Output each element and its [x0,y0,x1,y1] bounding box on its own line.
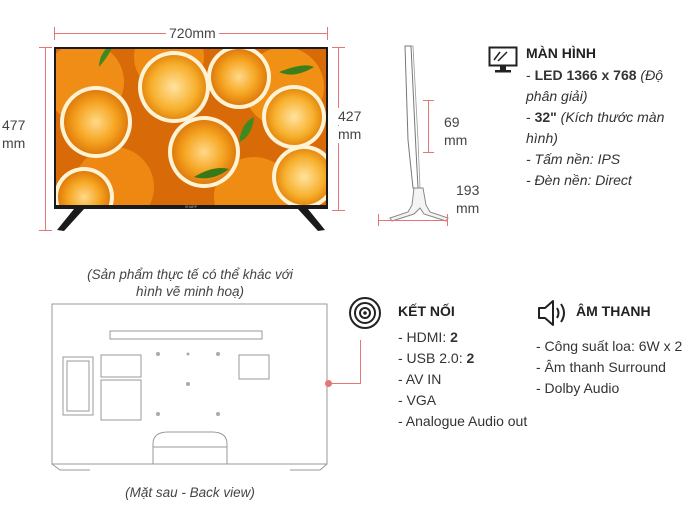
ket-noi-item-usb: - USB 2.0: 2 [398,350,475,366]
width-label: 720mm [166,25,219,42]
ket-noi-item-av-in: - AV IN [398,371,442,387]
depth-unit: mm [444,132,468,148]
wireless-signal-icon [348,296,382,330]
tv-side-view [380,40,450,230]
stand-depth-value: 193 [456,182,480,198]
speaker-icon [536,298,570,328]
spec-panel: - Tấm nền: IPS [526,151,621,167]
total-height-tick-bottom [39,230,52,231]
spec-resolution: - LED 1366 x 768 (Độ [526,67,663,83]
stand-depth-line [378,220,448,221]
port-callout-line-vertical [360,340,361,384]
tv-front-illustration: SHARP [54,47,328,231]
disclaimer: (Sản phẩm thực tế có thể khác với hình v… [87,267,293,299]
depth-tick-top [423,100,434,101]
ket-noi-item-hdmi: - HDMI: 2 [398,329,458,345]
width-tick-left [54,27,55,40]
total-height-line [45,47,46,230]
am-thanh-list: - Công suất loa: 6W x 2 - Âm thanh Surro… [536,336,698,399]
panel-height-value: 427 [336,108,364,125]
monitor-icon [488,46,518,74]
panel-height-tick-top [332,47,345,48]
width-tick-right [327,27,328,40]
am-thanh-item-dolby: - Dolby Audio [536,380,620,396]
total-height-value: 477 [2,117,26,133]
panel-height-unit: mm [336,126,364,143]
total-height-tick-top [39,47,52,48]
total-height-unit: mm [2,135,26,151]
port-indicator-dot [325,380,332,387]
stand-depth-tick-left [378,214,379,226]
am-thanh-item-power: - Công suất loa: 6W x 2 [536,338,683,354]
tv-front-view: SHARP [54,47,328,231]
ket-noi-item-vga: - VGA [398,392,437,408]
back-view-caption: (Mặt sau - Back view) [125,485,255,500]
ket-noi-title: KẾT NỐI [398,303,455,319]
panel-height-tick-bottom [332,210,345,211]
brand-logo: SHARP [185,205,198,209]
tv-back-view [50,302,330,474]
stand-depth-tick-right [447,214,448,226]
spec-screen-size: - 32" (Kích thước màn [526,109,665,125]
ket-noi-item-audio-out: - Analogue Audio out [398,413,528,429]
port-callout-line [331,383,361,384]
stand-depth-unit: mm [456,200,480,216]
ket-noi-list: - HDMI: 2 - USB 2.0: 2 - AV IN - VGA - A… [398,327,548,432]
spec-backlight: - Đèn nền: Direct [526,172,632,188]
man-hinh-specs: - LED 1366 x 768 (Độ phân giải) - 32" (K… [526,65,696,191]
depth-line [428,100,429,152]
depth-value: 69 [444,114,460,130]
am-thanh-item-surround: - Âm thanh Surround [536,359,666,375]
am-thanh-title: ÂM THANH [576,303,651,319]
depth-tick-bottom [423,152,434,153]
man-hinh-title: MÀN HÌNH [526,45,596,61]
